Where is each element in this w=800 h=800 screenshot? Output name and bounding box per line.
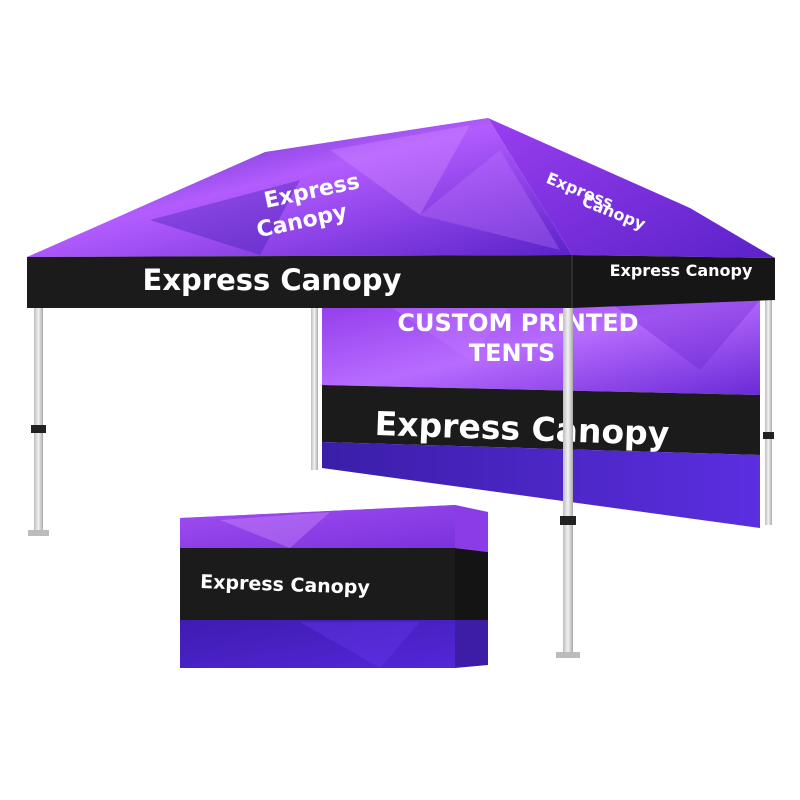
pole-front-right-foot — [556, 652, 580, 658]
pole-front-left-joint — [31, 425, 46, 433]
pole-front-right-joint — [560, 516, 576, 525]
table-side-upper — [455, 505, 488, 552]
roof-facet — [150, 180, 300, 255]
back-wall-headline-line2: TENTS — [469, 339, 556, 367]
roof-facet — [420, 150, 560, 250]
table-facet — [220, 512, 330, 548]
back-wall-headline-line1: CUSTOM PRINTED — [397, 309, 638, 337]
pole-front-right — [563, 285, 573, 657]
pole-back-right — [765, 285, 772, 525]
roof-side-panel — [488, 118, 775, 258]
canopy-valance: Express Canopy Express Canopy — [27, 255, 775, 308]
table-band-side — [455, 548, 488, 620]
canopy-roof: Express Canopy Express Canopy — [27, 118, 775, 258]
valance-front-label: Express Canopy — [143, 263, 402, 297]
roof-front-panel — [27, 118, 572, 257]
table-cover: Express Canopy — [180, 505, 488, 668]
table-front-lower — [180, 620, 455, 668]
back-wall-top-panel — [322, 290, 760, 395]
back-wall-bottom-panel — [322, 442, 760, 528]
pole-front-left — [34, 285, 43, 535]
pole-back-left — [311, 290, 318, 470]
table-facet — [300, 622, 420, 668]
wall-facet — [600, 295, 760, 370]
table-side-lower — [455, 620, 488, 668]
valance-side-label: Express Canopy — [610, 261, 753, 280]
roof-facet — [330, 125, 470, 215]
back-wall-band — [322, 385, 760, 455]
back-wall: CUSTOM PRINTED TENTS Express Canopy — [322, 290, 760, 528]
wall-facet — [380, 292, 520, 360]
table-front-upper — [180, 505, 455, 548]
pole-back-right-joint — [763, 432, 774, 439]
pole-front-left-foot — [28, 530, 49, 536]
valance-side — [572, 255, 775, 308]
valance-front — [27, 255, 572, 308]
table-band-front — [180, 548, 455, 620]
